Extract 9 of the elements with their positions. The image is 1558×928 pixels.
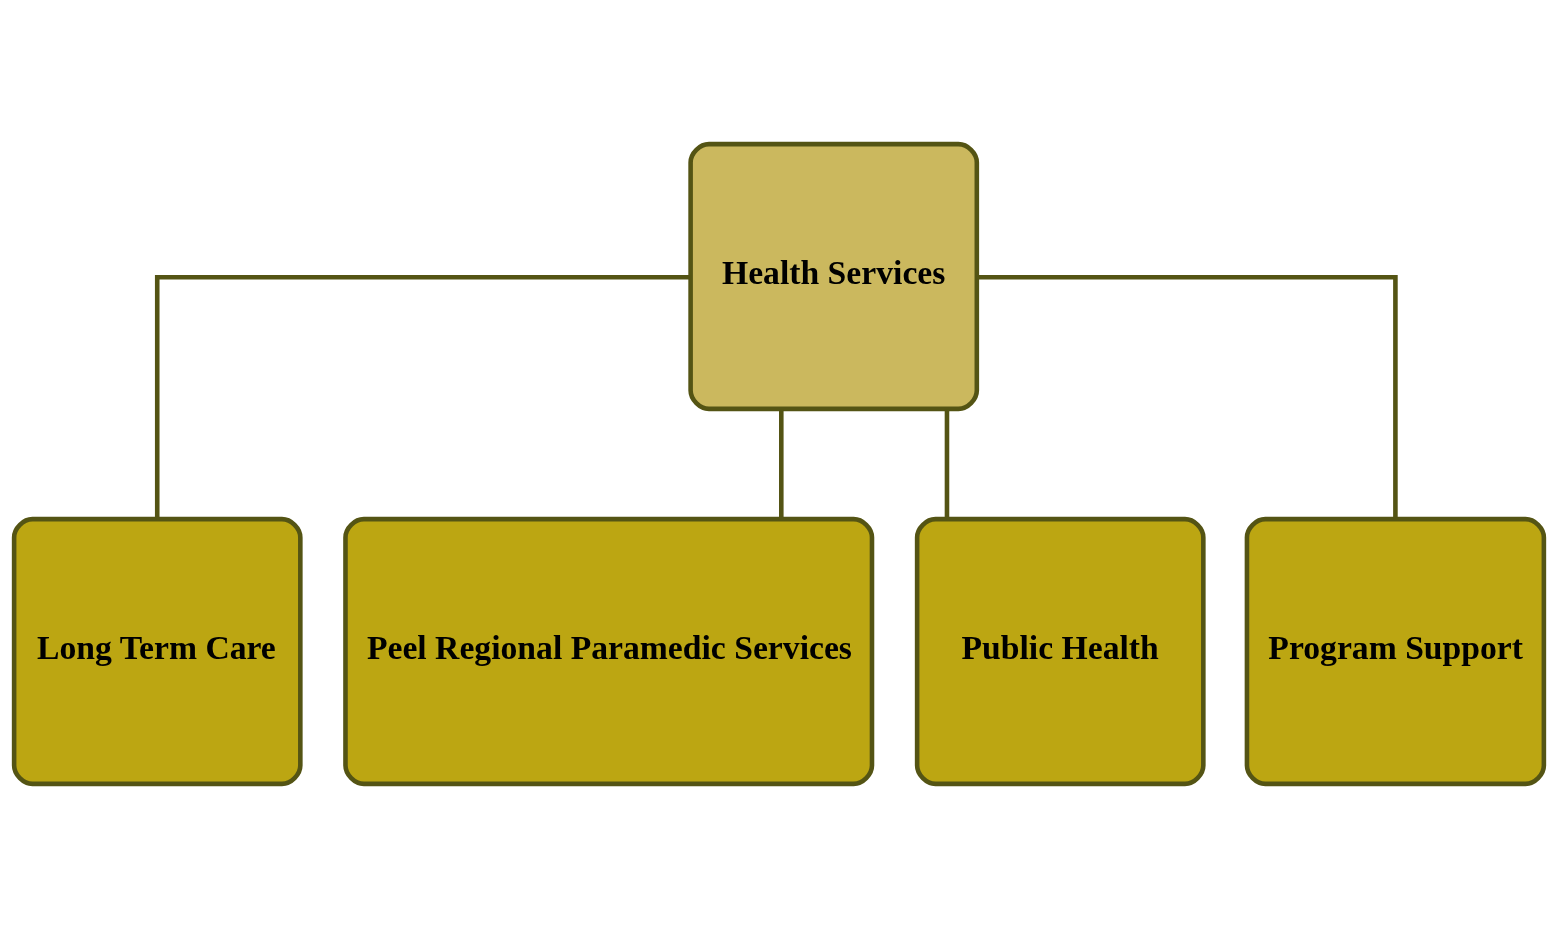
connector (976, 275, 1398, 519)
node-box: Program Support (1244, 516, 1547, 787)
node-box: Health Services (688, 141, 980, 412)
node-box: Long Term Care (11, 516, 303, 787)
node-box: Peel Regional Paramedic Services (343, 516, 875, 787)
connector (779, 409, 784, 519)
connector (154, 275, 691, 519)
node-box: Public Health (914, 516, 1206, 787)
connector (944, 409, 950, 519)
